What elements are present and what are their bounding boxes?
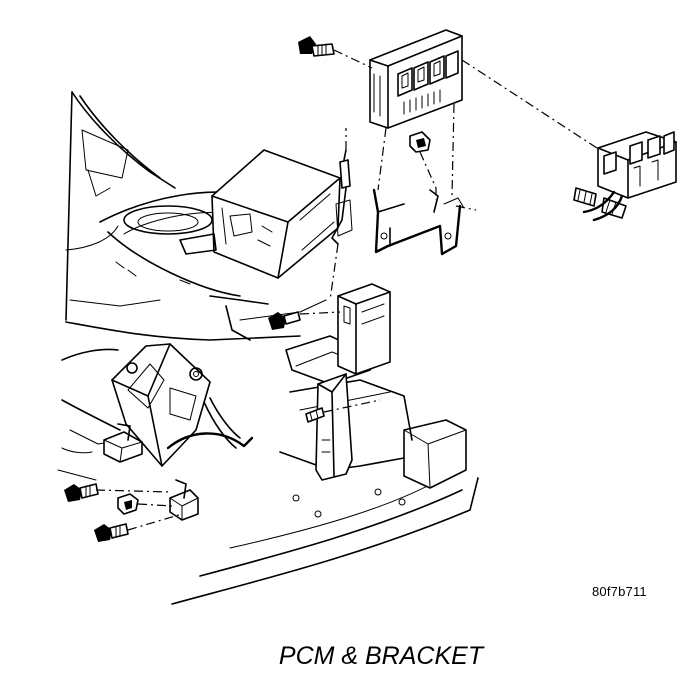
apron-bolt [268,311,301,330]
left-mounting-bracket [111,343,254,467]
lower-foot-bracket-left [103,423,143,463]
wiring-harness-connectors [573,131,677,222]
rail-stud [305,407,325,423]
pcm-nut [409,131,431,153]
pcm-module [369,29,463,129]
figure-reference-code: 80f7b711 [592,584,647,599]
vehicle-body-structure [57,91,479,605]
lower-module [337,283,391,375]
figure-caption: PCM & BRACKET [278,642,484,670]
pcm-connector-sockets [397,50,459,97]
pcm-mounting-bolt [298,36,335,57]
power-distribution-center [179,149,341,279]
bracket-nut [117,493,139,515]
bracket-bolt-upper [64,483,99,502]
pcm-bracket [372,188,465,256]
leader-lines [95,49,601,531]
support-plate [315,373,353,481]
lower-foot-bracket-right [169,479,199,521]
sensor-connector [331,149,353,245]
bracket-bolt-lower [94,523,129,542]
